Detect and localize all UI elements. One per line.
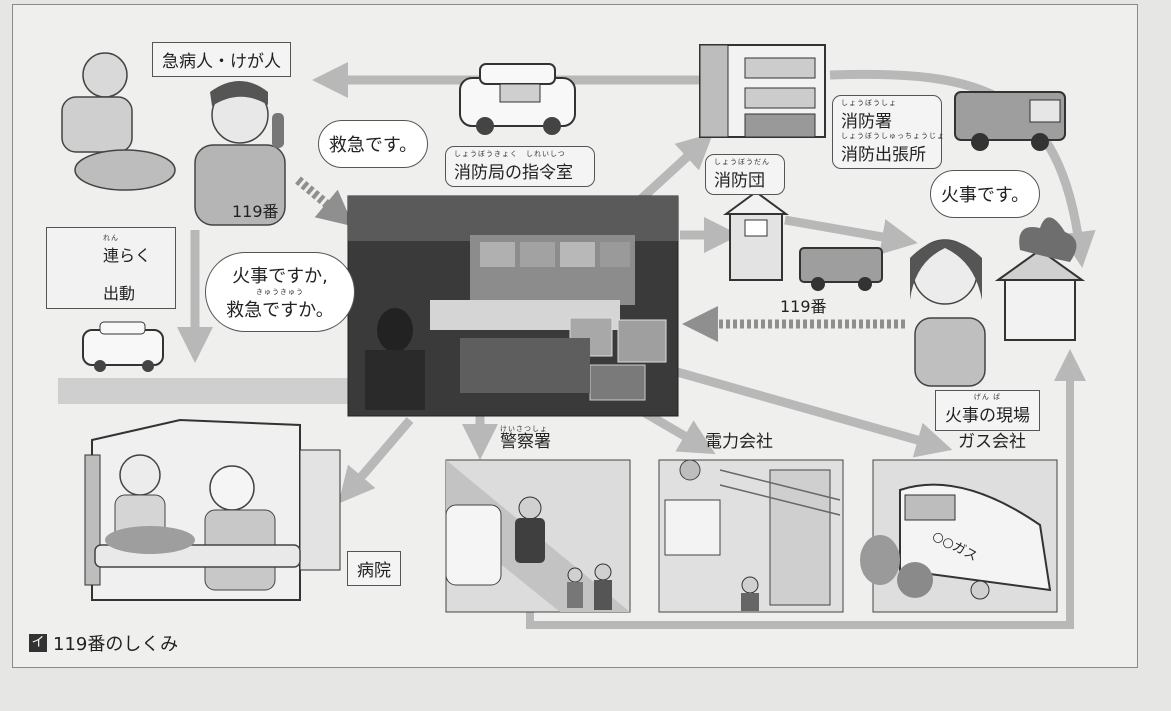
label-fire-scene-ruby: げん ば — [973, 393, 1002, 401]
call-arrow-patient — [295, 176, 354, 227]
label-fire-corps-text: 消防団 — [714, 171, 765, 191]
legend-dispatch: 出動 — [103, 280, 135, 304]
power-company-illustration — [658, 459, 844, 613]
label-fire-station: しょうぼうしょ 消防署 しょうぼうしゅっちょうじょ 消防出張所 — [832, 95, 945, 169]
bubble-operator-ruby: きゅうきゅう — [256, 288, 304, 296]
legend-contact: れん 連らく — [103, 234, 151, 266]
label-fire-scene: げん ば 火事の現場 — [935, 390, 1040, 431]
bubble-operator: 火事ですか, きゅうきゅう 救急ですか。 — [205, 252, 355, 332]
gas-company-illustration — [860, 459, 1058, 613]
label-fire-station-text-1: 消防署 — [841, 112, 892, 132]
fire-scene-illustration — [910, 217, 1086, 387]
label-command-room-ruby: しょうぼうきょく しれいしつ — [454, 150, 566, 158]
label-police-text: 警察署 — [500, 432, 551, 452]
command-room-photo — [347, 195, 679, 417]
label-fire-station-text-2: 消防出張所 — [841, 145, 926, 165]
bubble-patient-call: 救急です。 — [318, 120, 428, 168]
label-fire-corps: しょうぼうだん 消防団 — [705, 154, 785, 195]
fire-engine-illustration — [954, 91, 1066, 151]
legend-dispatch-text: 出動 — [103, 284, 136, 303]
arrow-command-to-station — [636, 132, 714, 204]
label-command-room: しょうぼうきょく しれいしつ 消防局の指令室 — [445, 146, 595, 187]
label-call-left: 119番 — [232, 202, 279, 221]
figure-caption: イ 119番のしくみ — [29, 630, 178, 656]
label-fire-scene-text: 火事の現場 — [945, 406, 1030, 426]
label-gas: ガス会社 — [958, 432, 1026, 452]
bubble-operator-line1: 火事ですか, — [232, 266, 328, 287]
arrow-command-to-hospital — [338, 417, 414, 504]
label-fire-station-ruby-2: しょうぼうしゅっちょうじょ — [841, 132, 945, 140]
arrow-corps-to-scene — [784, 215, 918, 255]
caption-marker-icon: イ — [29, 634, 47, 652]
small-ambulance-illustration — [82, 321, 164, 372]
label-police: けいさつしょ 警察署 — [500, 425, 551, 452]
legend-contact-ruby: れん — [103, 234, 119, 242]
police-illustration — [445, 459, 631, 613]
fire-corps-illustration — [722, 190, 883, 291]
label-patient: 急病人・けが人 — [152, 42, 291, 77]
legend-contact-text: 連らく — [103, 246, 152, 265]
fire-station-illustration — [699, 44, 826, 138]
hospital-illustration — [58, 378, 358, 601]
caption-text: 119番のしくみ — [53, 634, 179, 655]
label-fire-station-ruby-1: しょうぼうしょ — [841, 99, 897, 107]
legend-box: れん 連らく 出動 — [46, 227, 176, 309]
bubble-fire-call: 火事です。 — [930, 170, 1040, 218]
label-command-room-text: 消防局の指令室 — [454, 163, 573, 183]
patient-illustration — [61, 52, 286, 226]
arrow-bottom-loop — [526, 349, 1086, 629]
bubble-operator-line2: 救急ですか。 — [226, 300, 334, 321]
label-police-ruby: けいさつしょ — [500, 425, 548, 433]
label-power: 電力会社 — [705, 432, 773, 452]
label-call-right: 119番 — [780, 297, 827, 316]
label-fire-corps-ruby: しょうぼうだん — [714, 158, 770, 166]
arrow-command-to-gas — [668, 365, 953, 458]
label-hospital: 病院 — [347, 551, 401, 586]
ambulance-illustration — [459, 63, 576, 135]
